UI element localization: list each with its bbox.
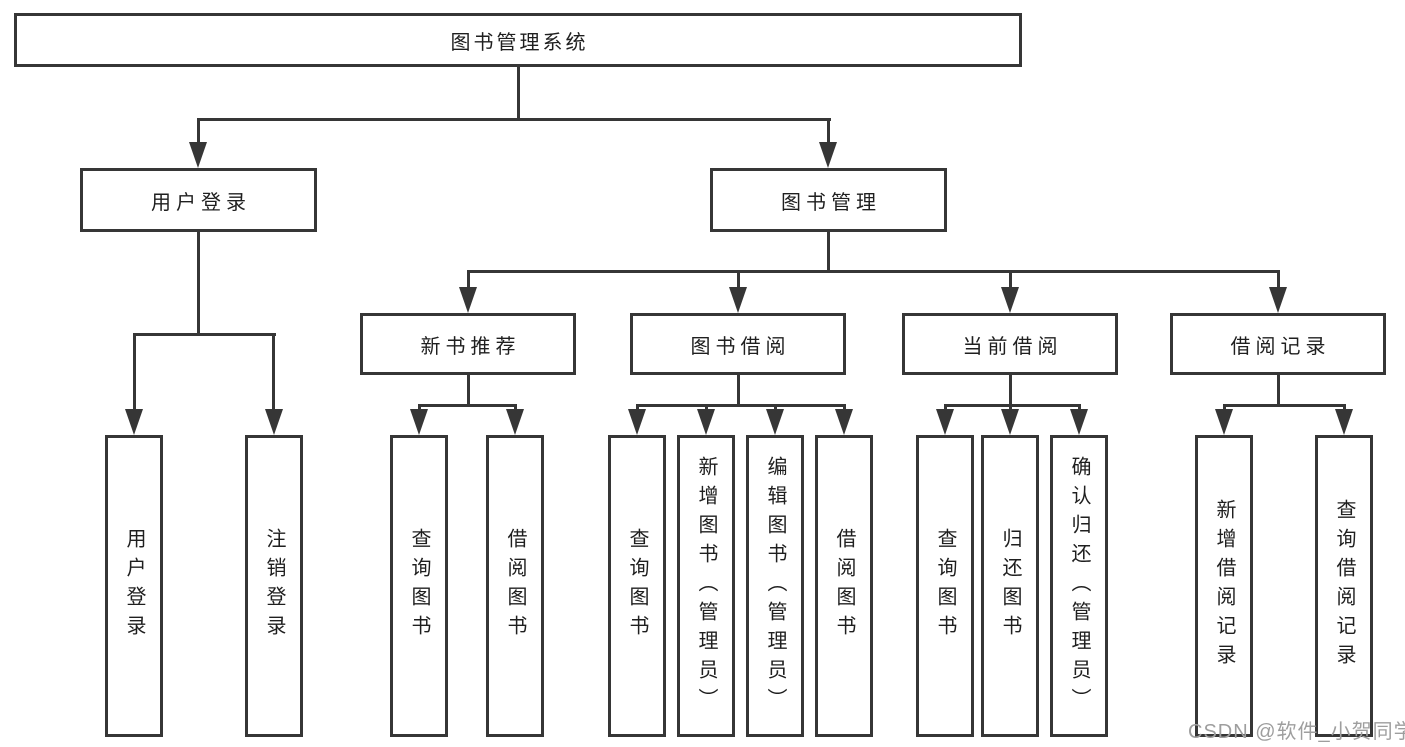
- connector-borrowrecords-hbar: [1223, 404, 1346, 407]
- connector-newbook-vline: [467, 374, 470, 406]
- leaf-query-books-borrowing: 查询图书: [608, 435, 666, 737]
- arrow-down-cb3: [1070, 409, 1088, 435]
- connector-userlogin-vline: [197, 231, 200, 335]
- arrow-down-bb4: [835, 409, 853, 435]
- leaf-add-books-admin: 新增图书（管理员）: [677, 435, 735, 737]
- connector-newbook-hbar: [418, 404, 517, 407]
- arrow-down-br2: [1335, 409, 1353, 435]
- arrow-down-user-login: [189, 142, 207, 168]
- leaf-borrow-books-recommend: 借阅图书: [486, 435, 544, 737]
- leaf-return-books: 归还图书: [981, 435, 1039, 737]
- connector-root-vline: [517, 66, 520, 119]
- connector-bookmgmt-vline: [827, 231, 830, 272]
- connector-borrowrecords-vline: [1277, 374, 1280, 406]
- arrow-down-nb1: [410, 409, 428, 435]
- connector-stem-leaf-logout: [272, 335, 275, 411]
- leaf-query-books-recommend: 查询图书: [390, 435, 448, 737]
- arrow-down-leaf-login: [125, 409, 143, 435]
- node-book-borrowing: 图书借阅: [630, 313, 846, 375]
- connector-currentborrow-vline: [1009, 374, 1012, 406]
- arrow-down-bookborrow: [729, 287, 747, 313]
- connector-stem-user-login: [197, 120, 200, 146]
- connector-bookborrow-vline: [737, 374, 740, 406]
- leaf-borrow-books: 借阅图书: [815, 435, 873, 737]
- arrow-down-cb1: [936, 409, 954, 435]
- leaf-query-borrow-record: 查询借阅记录: [1315, 435, 1373, 737]
- leaf-add-borrow-record: 新增借阅记录: [1195, 435, 1253, 737]
- connector-stem-leaf-login: [133, 335, 136, 411]
- arrow-down-br1: [1215, 409, 1233, 435]
- connector-bookmgmt-hbar: [467, 270, 1280, 273]
- leaf-edit-books-admin: 编辑图书（管理员）: [746, 435, 804, 737]
- node-book-management: 图书管理: [710, 168, 947, 232]
- node-library-management-system: 图书管理系统: [14, 13, 1022, 67]
- connector-stem-book-management: [827, 120, 830, 146]
- arrow-down-bb3: [766, 409, 784, 435]
- arrow-down-leaf-logout: [265, 409, 283, 435]
- node-current-borrowing: 当前借阅: [902, 313, 1118, 375]
- node-borrowing-records: 借阅记录: [1170, 313, 1386, 375]
- arrow-down-bb2: [697, 409, 715, 435]
- leaf-logout: 注销登录: [245, 435, 303, 737]
- connector-stem-currentborrow: [1009, 272, 1012, 289]
- csdn-watermark: CSDN @软件_小贺同学: [1188, 721, 1405, 743]
- arrow-down-borrowrecords: [1269, 287, 1287, 313]
- node-new-book-recommendation: 新书推荐: [360, 313, 576, 375]
- arrow-down-bb1: [628, 409, 646, 435]
- node-user-login: 用户登录: [80, 168, 317, 232]
- arrow-down-cb2: [1001, 409, 1019, 435]
- connector-root-hbar: [197, 118, 831, 121]
- leaf-confirm-return-admin: 确认归还（管理员）: [1050, 435, 1108, 737]
- arrow-down-currentborrow: [1001, 287, 1019, 313]
- connector-bookborrow-hbar: [636, 404, 846, 407]
- arrow-down-newbook: [459, 287, 477, 313]
- arrow-down-book-management: [819, 142, 837, 168]
- connector-stem-bookborrow: [737, 272, 740, 289]
- connector-userlogin-hbar: [133, 333, 276, 336]
- connector-stem-borrowrecords: [1277, 272, 1280, 289]
- leaf-query-books-current: 查询图书: [916, 435, 974, 737]
- connector-stem-newbook: [467, 272, 470, 289]
- leaf-user-login: 用户登录: [105, 435, 163, 737]
- arrow-down-nb2: [506, 409, 524, 435]
- connector-currentborrow-hbar: [944, 404, 1081, 407]
